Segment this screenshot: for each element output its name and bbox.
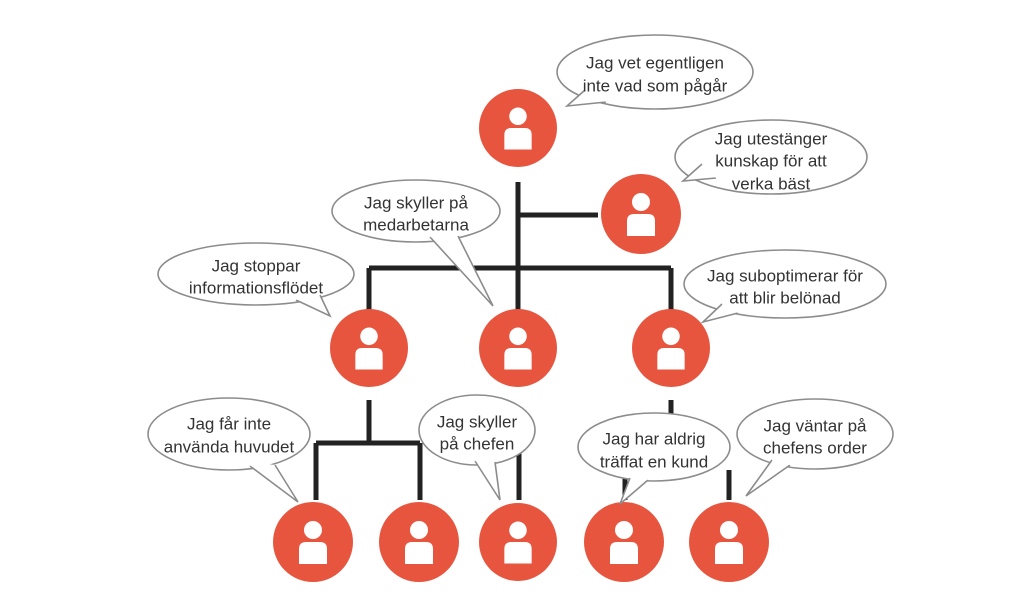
person-icon-body xyxy=(355,348,383,370)
person-node-n3 xyxy=(330,309,408,387)
bubble-tail xyxy=(474,460,501,501)
person-icon-head xyxy=(509,107,527,126)
bubble-text-line: Jag skyller på xyxy=(364,193,468,212)
person-icon-body xyxy=(504,542,532,564)
bubble-text-line: träffat en kund xyxy=(600,452,708,471)
bubble-text-line: inte vad som pågår xyxy=(583,76,728,95)
bubble-tail-joint xyxy=(772,460,790,465)
person-icon xyxy=(715,521,743,564)
person-icon xyxy=(405,521,433,564)
person-icon xyxy=(355,327,383,370)
person-node-n6 xyxy=(273,502,353,582)
person-node-n4 xyxy=(479,309,557,387)
bubble-tail-joint xyxy=(702,164,716,178)
person-node-n5 xyxy=(632,309,710,387)
person-icon-head xyxy=(410,521,428,539)
person-icon-head xyxy=(615,521,633,539)
speech-bubble-b8: Jag har aldrig träffat en kund xyxy=(577,412,731,505)
bubble-text-line: använda huvudet xyxy=(164,437,295,456)
person-icon-head xyxy=(720,521,738,539)
bubble-text-line: medarbetarna xyxy=(363,215,469,234)
speech-bubble-b6: Jag får inte använda huvudet xyxy=(147,397,311,503)
speech-bubble-b4: Jag stoppar informationsflödet xyxy=(157,242,355,318)
bubble-text-line: informationsflödet xyxy=(189,278,323,297)
person-node-n8 xyxy=(479,503,557,581)
bubble-text-line: Jag skyller xyxy=(437,412,518,431)
bubble-outline xyxy=(147,397,311,471)
person-node-n2 xyxy=(601,174,681,254)
bubble-tail xyxy=(295,294,332,318)
person-icon-body xyxy=(504,128,532,150)
bubble-tail-joint xyxy=(722,304,738,313)
person-icon-head xyxy=(360,327,378,346)
bubble-outline xyxy=(556,34,754,110)
person-icon xyxy=(504,521,532,564)
person-icon-body xyxy=(715,542,743,564)
person-nodes xyxy=(273,89,769,582)
bubble-text-line: kunskap för att xyxy=(715,151,827,170)
speech-bubble-b9: Jag väntar på chefens order xyxy=(736,398,894,497)
speech-bubble-b5: Jag suboptimerar för att blir belönad xyxy=(683,249,887,324)
speech-bubble-b3: Jag skyller på medarbetarna xyxy=(331,179,501,307)
speech-bubble-b7: Jag skyller på chefen xyxy=(418,394,536,501)
bubble-tail-joint xyxy=(296,295,320,300)
bubble-text-line: att blir belönad xyxy=(729,288,841,307)
person-icon-head xyxy=(662,327,680,346)
bubble-text-line: Jag suboptimerar för xyxy=(707,266,863,285)
bubble-outline xyxy=(157,242,355,306)
person-node-n10 xyxy=(689,502,769,582)
speech-bubble-b2: Jag utestänger kunskap för att verka bäst xyxy=(674,119,868,195)
person-icon xyxy=(610,521,638,564)
person-icon xyxy=(504,327,532,370)
person-icon-head xyxy=(509,327,527,346)
bubble-outline xyxy=(331,179,501,243)
bubble-text-line: verka bäst xyxy=(732,174,811,193)
bubble-outline xyxy=(577,412,731,482)
bubble-text-line: Jag stoppar xyxy=(212,256,301,275)
person-node-n7 xyxy=(379,502,459,582)
bubble-text-line: på chefen xyxy=(440,434,515,453)
person-node-n1 xyxy=(479,89,557,167)
person-icon-body xyxy=(610,542,638,564)
bubble-tail xyxy=(619,477,649,505)
bubble-tail-joint xyxy=(585,90,606,102)
bubble-outline xyxy=(683,249,887,319)
person-icon-body xyxy=(299,542,327,564)
person-icon-head xyxy=(509,521,527,540)
person-icon xyxy=(504,107,532,150)
bubble-tail xyxy=(745,459,791,497)
bubble-text-line: chefens order xyxy=(763,438,867,457)
person-icon-head xyxy=(304,521,322,539)
bubble-tail-joint xyxy=(475,458,495,464)
bubble-outline xyxy=(736,398,894,470)
bubble-tail xyxy=(564,89,607,108)
person-node-n9 xyxy=(584,502,664,582)
person-icon-head xyxy=(632,193,650,211)
bubble-tail-joint xyxy=(630,476,648,481)
person-icon-body xyxy=(405,542,433,564)
bubble-text-line: Jag utestänger xyxy=(715,129,828,148)
person-icon-body xyxy=(627,214,655,236)
bubble-tail-joint xyxy=(250,462,275,468)
person-icon xyxy=(657,327,685,370)
bubble-text-line: Jag väntar på xyxy=(763,416,867,435)
bubble-tail xyxy=(429,235,494,307)
person-icon xyxy=(627,193,655,236)
bubble-tail-joint xyxy=(430,234,458,241)
bubble-text-line: Jag har aldrig xyxy=(602,429,705,448)
bubble-outline xyxy=(674,119,868,195)
person-icon-body xyxy=(504,348,532,370)
bubble-tail xyxy=(249,464,299,503)
bubble-text-line: Jag vet egentligen xyxy=(586,53,724,72)
bubble-tail xyxy=(680,163,717,183)
person-icon xyxy=(299,521,327,564)
speech-bubble-b1: Jag vet egentligen inte vad som pågår xyxy=(556,34,754,110)
bubble-text-line: Jag får inte xyxy=(187,414,271,433)
person-icon-body xyxy=(657,348,685,370)
